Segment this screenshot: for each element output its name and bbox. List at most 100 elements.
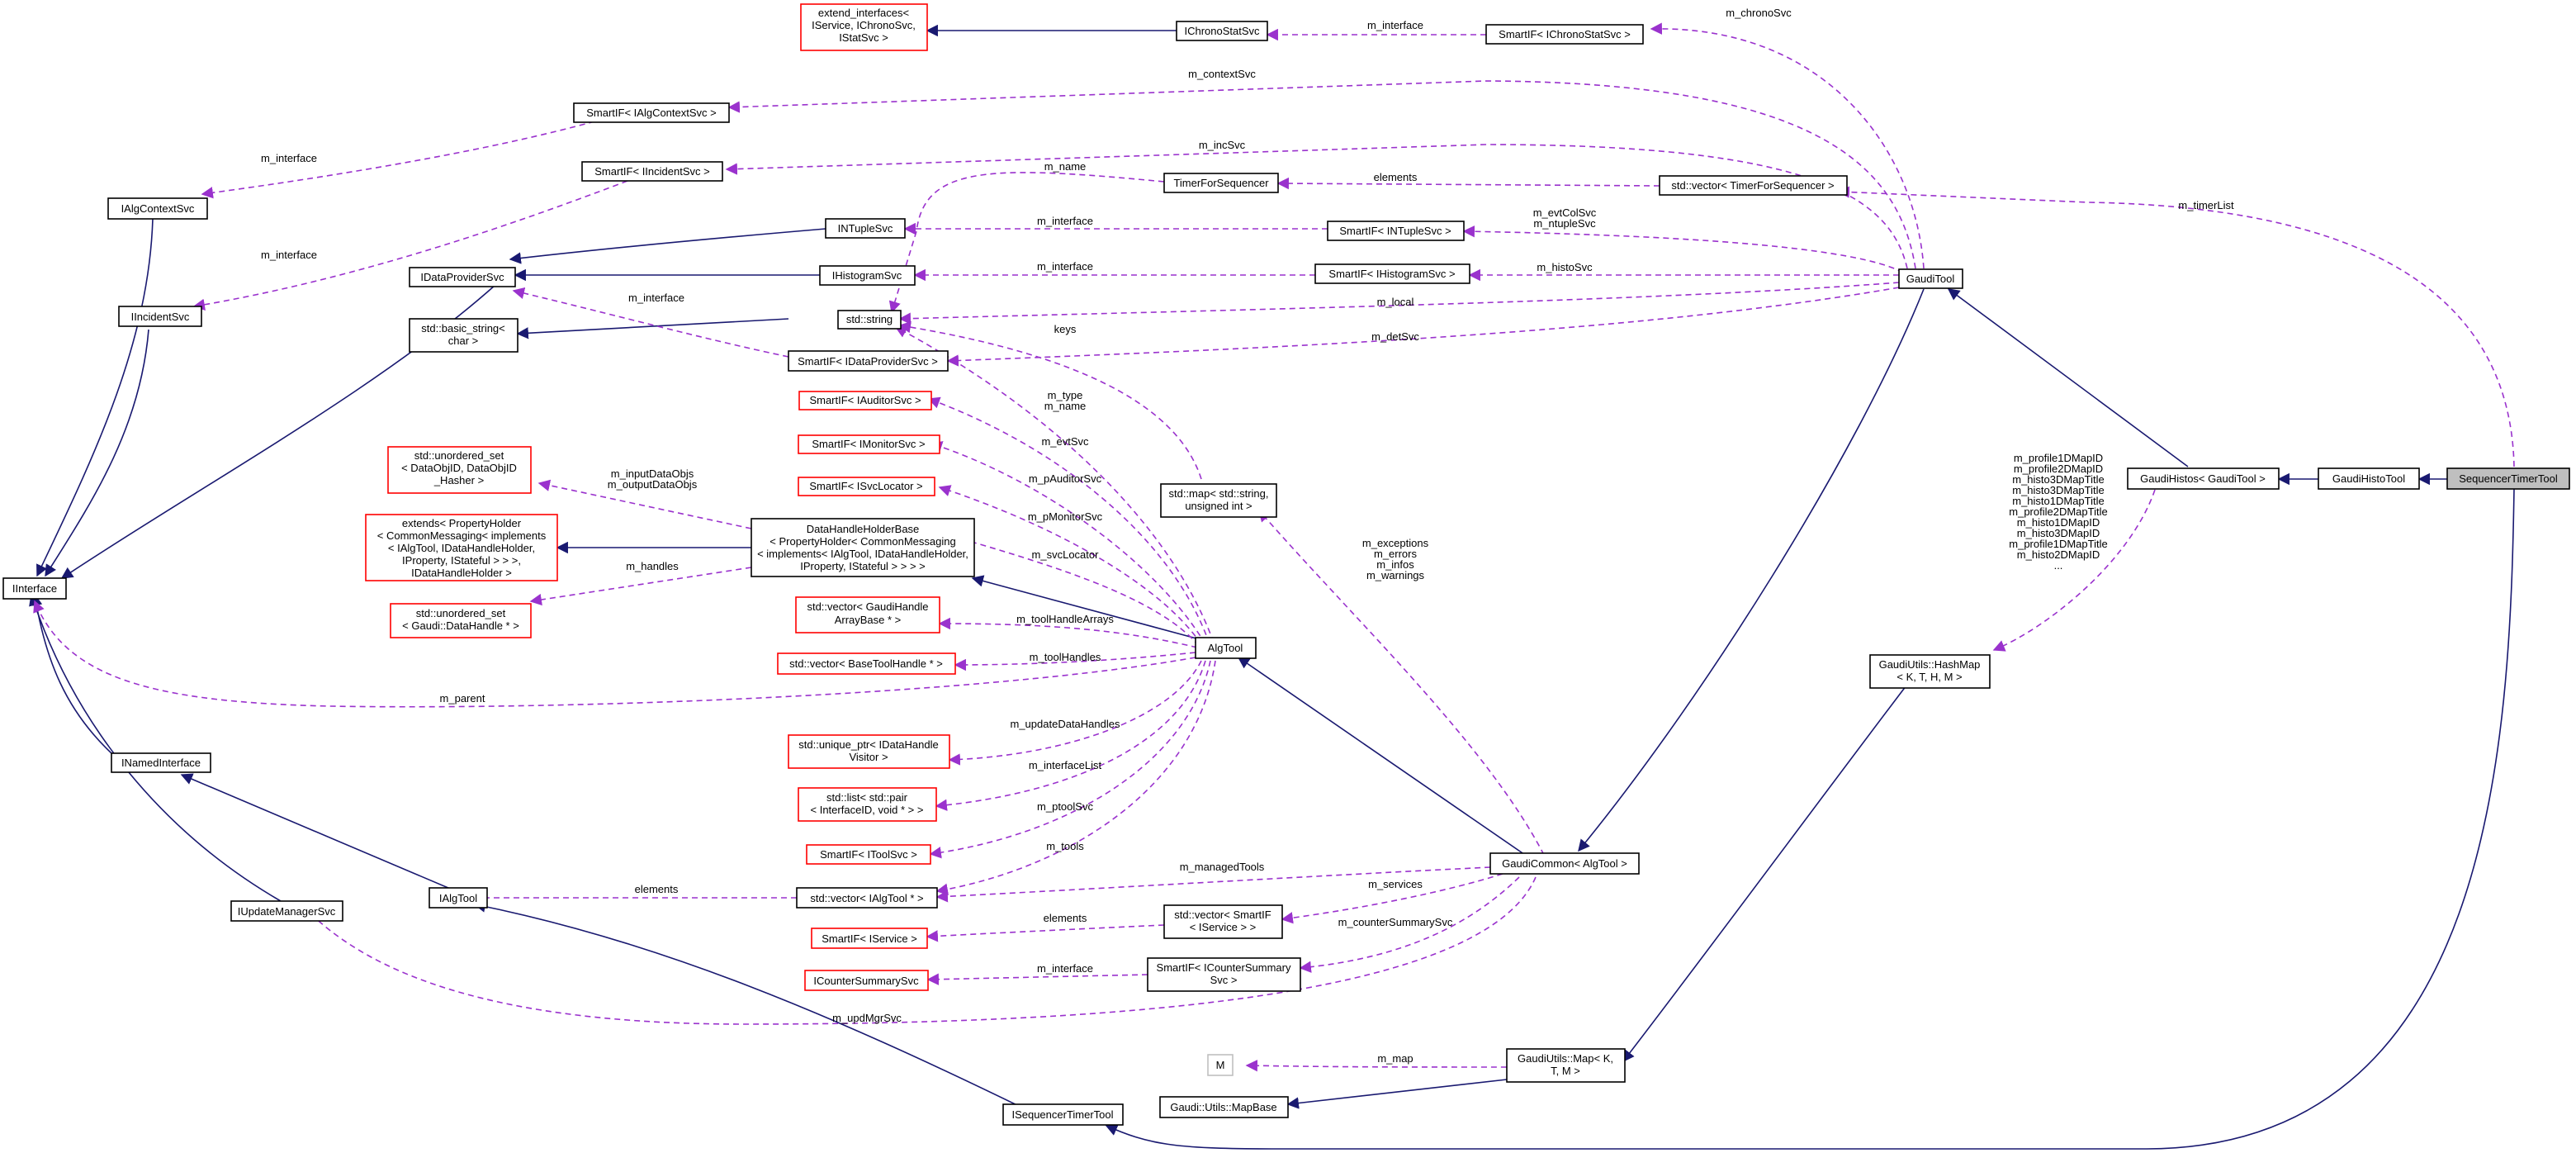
node-gaudiutils-hashmap[interactable]: GaudiUtils::HashMap < K, T, H, M > (1869, 654, 1991, 689)
svg-text:IProperty, IStateful > > >,: IProperty, IStateful > > >, (402, 554, 521, 567)
node-vector-ialgtool[interactable]: std::vector< IAlgTool * > (796, 887, 938, 909)
node-list-pair-interfaceid[interactable]: std::list< std::pair < InterfaceID, void… (798, 787, 937, 822)
label-m-errors: m_errors (1374, 548, 1418, 560)
node-ialgcontextsvc[interactable]: IAlgContextSvc (107, 197, 208, 220)
node-gaudi-utils-mapbase[interactable]: Gaudi::Utils::MapBase (1159, 1096, 1289, 1118)
node-smartif-intuplesvc[interactable]: SmartIF< INTupleSvc > (1327, 221, 1465, 241)
edge-intuplesvc-to-idataprovidersvc (509, 228, 826, 264)
node-algtool[interactable]: AlgTool (1195, 637, 1257, 659)
node-iupdatemanagersvc[interactable]: IUpdateManagerSvc (230, 900, 343, 922)
svg-text:ISequencerTimerTool: ISequencerTimerTool (1011, 1108, 1113, 1121)
edge-gaudicommon-managedtools (935, 866, 1491, 903)
svg-text:std::unordered_set: std::unordered_set (416, 607, 506, 619)
label-m-pmonitorsvc: m_pMonitorSvc (1028, 510, 1103, 523)
node-ichronostatsvc[interactable]: IChronoStatSvc (1176, 21, 1268, 41)
node-vector-timerforsequencer[interactable]: std::vector< TimerForSequencer > (1659, 175, 1848, 196)
svg-text:IUpdateManagerSvc: IUpdateManagerSvc (238, 905, 336, 918)
label-m-ntuplesvc: m_ntupleSvc (1533, 217, 1596, 230)
node-iinterface[interactable]: IInterface (2, 577, 67, 600)
node-sequencertimertool[interactable]: SequencerTimerTool (2446, 467, 2570, 490)
svg-text:T, M >: T, M > (1551, 1065, 1580, 1077)
edge-datahandleholderbase-inputoutput (537, 479, 752, 529)
svg-text:SmartIF< INTupleSvc >: SmartIF< INTupleSvc > (1339, 225, 1451, 237)
edge-gaudiutilsmap-map (1245, 1060, 1508, 1072)
node-smartif-ichronostatsvc[interactable]: SmartIF< IChronoStatSvc > (1485, 24, 1644, 45)
node-smartif-iincidentsvc[interactable]: SmartIF< IIncidentSvc > (581, 161, 723, 182)
node-smartif-iservice[interactable]: SmartIF< IService > (811, 928, 928, 949)
node-m[interactable]: M (1207, 1054, 1234, 1076)
svg-text:< DataObjID, DataObjID: < DataObjID, DataObjID (401, 462, 517, 474)
node-unique-ptr-idatahandlevisitor[interactable]: std::unique_ptr< IDataHandle Visitor > (788, 734, 950, 769)
node-basic-string[interactable]: std::basic_string< char > (409, 318, 519, 353)
svg-text:SmartIF< IDataProviderSvc >: SmartIF< IDataProviderSvc > (798, 355, 938, 368)
node-std-string[interactable]: std::string (837, 310, 902, 330)
label-m-tools: m_tools (1046, 840, 1084, 852)
label-m-infos: m_infos (1376, 558, 1414, 571)
nodes: extend_interfaces< IService, IChronoSvc,… (2, 3, 2570, 1126)
svg-text:std::unique_ptr< IDataHandle: std::unique_ptr< IDataHandle (798, 738, 938, 751)
node-smartif-idataprovidersvc[interactable]: SmartIF< IDataProviderSvc > (788, 350, 949, 372)
node-gaudicommon-algtool[interactable]: GaudiCommon< AlgTool > (1489, 852, 1640, 875)
edge-gauditool-contextsvc (727, 80, 1916, 269)
node-inamedinterface[interactable]: INamedInterface (111, 752, 211, 773)
label-m-interface-ntuple: m_interface (1037, 215, 1093, 227)
label-m-evtsvc: m_evtSvc (1041, 435, 1089, 448)
node-gaudihistos[interactable]: GaudiHistos< GaudiTool > (2127, 467, 2280, 490)
node-gaudihistotool[interactable]: GaudiHistoTool (2318, 467, 2420, 490)
edge-algtool-interfacelist (935, 660, 1206, 811)
svg-text:IStatSvc >: IStatSvc > (839, 31, 888, 44)
node-map-string-uint[interactable]: std::map< std::string, unsigned int > (1160, 483, 1277, 518)
node-icountersummarysvc[interactable]: ICounterSummarySvc (804, 970, 929, 991)
node-vector-basetoolhandle[interactable]: std::vector< BaseToolHandle * > (777, 652, 956, 675)
svg-text:GaudiUtils::Map< K,: GaudiUtils::Map< K, (1518, 1052, 1613, 1065)
svg-text:IProperty, IStateful > > > >: IProperty, IStateful > > > > (800, 560, 926, 572)
node-unordered-set-dataobjid[interactable]: std::unordered_set < DataObjID, DataObjI… (387, 446, 532, 494)
node-ialgtool[interactable]: IAlgTool (429, 887, 488, 909)
label-m-histo2dmapid: m_histo2DMapID (2017, 548, 2100, 561)
node-smartif-iauditorsvc[interactable]: SmartIF< IAuditorSvc > (798, 391, 932, 410)
node-smartif-icountersummarysvc[interactable]: SmartIF< ICounterSummary Svc > (1147, 957, 1301, 992)
svg-text:Gaudi::Utils::MapBase: Gaudi::Utils::MapBase (1170, 1101, 1276, 1113)
node-unordered-set-datahandle[interactable]: std::unordered_set < Gaudi::DataHandle *… (390, 603, 532, 638)
label-m-name-top: m_name (1044, 160, 1087, 173)
svg-text:IAlgContextSvc: IAlgContextSvc (121, 202, 195, 215)
edge-algtool-evtsvc (927, 396, 1210, 645)
node-smartif-ialgcontextsvc[interactable]: SmartIF< IAlgContextSvc > (573, 102, 730, 123)
node-idataprovidersvc[interactable]: IDataProviderSvc (409, 267, 516, 287)
label-m-interface-histogram: m_interface (1037, 260, 1093, 273)
edge-gaudihistos-to-gauditool (1947, 288, 2189, 467)
svg-text:INTupleSvc: INTupleSvc (838, 222, 893, 235)
svg-text:std::string: std::string (846, 313, 893, 325)
node-smartif-isvclocator[interactable]: SmartIF< ISvcLocator > (798, 477, 935, 496)
svg-text:IHistogramSvc: IHistogramSvc (832, 269, 902, 282)
label-m-parent: m_parent (440, 692, 485, 705)
node-iincidentsvc[interactable]: IIncidentSvc (118, 306, 202, 327)
svg-text:ICounterSummarySvc: ICounterSummarySvc (813, 975, 919, 987)
node-ihistogramsvc[interactable]: IHistogramSvc (819, 265, 916, 286)
node-gaudiutils-map[interactable]: GaudiUtils::Map< K, T, M > (1506, 1048, 1626, 1083)
label-m-name: m_name (1044, 400, 1087, 412)
node-extend-interfaces[interactable]: extend_interfaces< IService, IChronoSvc,… (800, 3, 928, 51)
edge-gauditool-tuplesvc (1462, 225, 1904, 273)
edge-gaudiutilsmap-to-hashmap (1622, 681, 1910, 1063)
node-intuplesvc[interactable]: INTupleSvc (825, 218, 906, 239)
node-vector-smartif-iservice[interactable]: std::vector< SmartIF < IService > > (1163, 904, 1283, 939)
label-keys: keys (1054, 323, 1077, 335)
edge-gauditool-detsvc (946, 287, 1900, 367)
edge-sequencertimertool-to-isequencertimertool (1105, 488, 2515, 1150)
node-extends-propertyholder[interactable]: extends< PropertyHolder < CommonMessagin… (365, 514, 558, 581)
node-timerforsequencer[interactable]: TimerForSequencer (1163, 173, 1279, 193)
node-isequencertimertool[interactable]: ISequencerTimerTool (1002, 1103, 1124, 1126)
node-smartif-imonitorsvc[interactable]: SmartIF< IMonitorSvc > (798, 434, 940, 454)
label-m-inputdataobjs: m_inputDataObjs (611, 467, 694, 480)
node-vector-gaudihandlearraybase[interactable]: std::vector< GaudiHandle ArrayBase * > (795, 596, 940, 633)
node-datahandleholderbase[interactable]: DataHandleHolderBase < PropertyHolder< C… (751, 518, 975, 577)
node-gauditool[interactable]: GaudiTool (1898, 268, 1963, 289)
node-smartif-ihistogramsvc[interactable]: SmartIF< IHistogramSvc > (1314, 263, 1470, 284)
label-m-interface-algcontext: m_interface (261, 152, 317, 164)
svg-text:std::vector< TimerForSequencer: std::vector< TimerForSequencer > (1671, 179, 1834, 192)
label-m-outputdataobjs: m_outputDataObjs (608, 478, 698, 491)
label-m-chronosvc: m_chronoSvc (1726, 7, 1792, 19)
label-m-profile1dmaptitle: m_profile1DMapTitle (2009, 538, 2107, 550)
node-smartif-itoolsvc[interactable]: SmartIF< IToolSvc > (806, 844, 931, 865)
